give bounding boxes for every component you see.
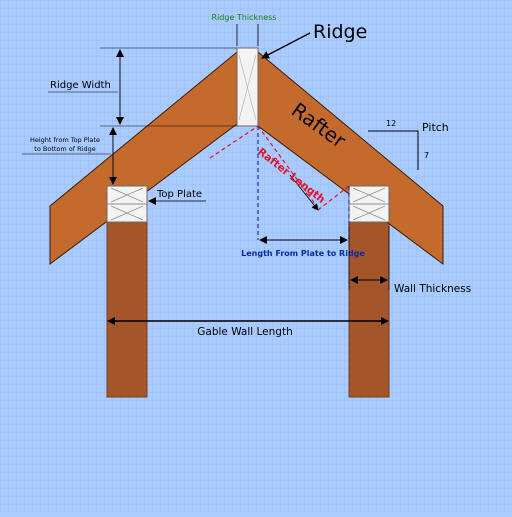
rafter-bottom-dashed-left bbox=[209, 125, 259, 159]
wall-thickness-label: Wall Thickness bbox=[394, 283, 471, 295]
ridge-thickness-label: Ridge Thickness bbox=[212, 13, 277, 22]
height-label-line2: to Bottom of Ridge bbox=[34, 145, 95, 153]
pitch-label: Pitch bbox=[422, 121, 449, 134]
pitch-triangle bbox=[368, 130, 419, 170]
rafter-length-arrow bbox=[289, 174, 319, 211]
pitch-run-value: 12 bbox=[386, 119, 396, 128]
right-top-plate bbox=[348, 185, 390, 223]
left-wall bbox=[106, 221, 148, 398]
gable-wall-length-label: Gable Wall Length bbox=[197, 326, 292, 338]
right-wall bbox=[348, 221, 390, 398]
ridge-width-label: Ridge Width bbox=[50, 80, 111, 91]
left-top-plate bbox=[106, 185, 148, 223]
plate-to-ridge-label: Length From Plate to Ridge bbox=[241, 249, 365, 258]
rafter-length-dashed bbox=[257, 125, 319, 209]
height-label-line1: Height from Top Plate bbox=[30, 136, 100, 144]
ridge-board-cross bbox=[238, 54, 257, 121]
top-plate-label: Top Plate bbox=[156, 189, 202, 200]
ridge-label: Ridge bbox=[313, 21, 367, 43]
ridge-leader-arrow bbox=[261, 32, 311, 59]
pitch-rise-value: 7 bbox=[424, 151, 429, 160]
